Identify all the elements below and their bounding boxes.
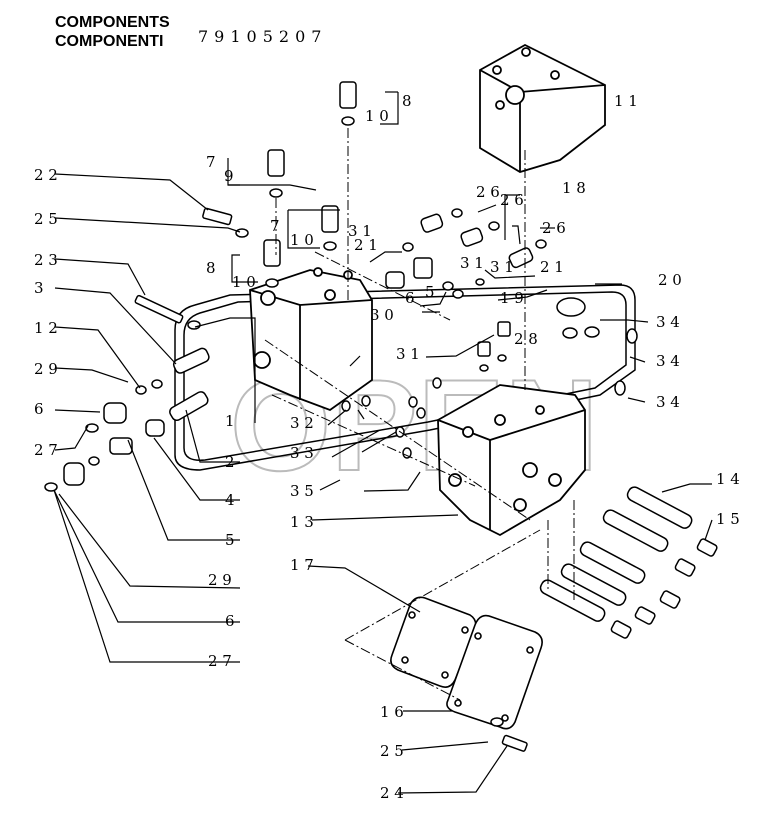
- callout-30: 3 0: [370, 306, 394, 324]
- part-code: 79105207: [198, 27, 328, 46]
- callout-21b: 2 1: [540, 258, 564, 276]
- callout-25a: 2 5: [34, 210, 58, 228]
- callout-25b: 2 5: [380, 742, 404, 760]
- callout-31a: 3 1: [348, 222, 372, 240]
- callout-8a: 8: [402, 92, 412, 110]
- title-components: COMPONENTS: [55, 14, 170, 31]
- callout-3a: 3: [34, 279, 44, 297]
- callout-27b: 2 7: [208, 652, 232, 670]
- callout-26a: 2 6: [476, 183, 500, 201]
- callout-11: 1 1: [614, 92, 638, 110]
- callout-10c: 1 0: [232, 273, 256, 291]
- callout-2a: 1: [225, 412, 235, 430]
- callout-15: 1 5: [716, 510, 740, 528]
- callout-34c: 3 4: [656, 393, 680, 411]
- callout-27a: 2 7: [34, 441, 58, 459]
- callout-14: 1 4: [716, 470, 740, 488]
- callout-29b: 2 9: [208, 571, 232, 589]
- callout-10b: 1 0: [290, 231, 314, 249]
- callout-6a: 6: [34, 400, 44, 418]
- callout-16: 1 6: [380, 703, 404, 721]
- callout-31c: 3 1: [490, 258, 514, 276]
- callout-23: 2 3: [34, 251, 58, 269]
- callout-31d: 3 1: [396, 345, 420, 363]
- callout-6c: 6: [405, 289, 415, 307]
- callout-6b: 6: [225, 612, 235, 630]
- callout-8b: 8: [206, 259, 216, 277]
- end-cover-plates: [390, 596, 543, 730]
- main-valve-body: [437, 384, 586, 537]
- callout-34b: 3 4: [656, 352, 680, 370]
- callout-10a: 1 0: [365, 107, 389, 125]
- callout-5b: 5: [425, 283, 435, 301]
- callout-12: 1 2: [34, 319, 58, 337]
- upper-valve-body: [249, 267, 373, 412]
- callout-28: 2 8: [514, 330, 538, 348]
- callout-13: 1 3: [290, 513, 314, 531]
- spools-and-springs: [539, 486, 718, 639]
- callout-7b: 7: [270, 217, 280, 235]
- callout-7a: 7: [206, 153, 216, 171]
- callout-34a: 3 4: [656, 313, 680, 331]
- callout-numbers: 2 2 2 5 2 3 3 1 2 2 9 6 2 7 1 2 4 5 2 9 …: [34, 92, 740, 802]
- callout-33: 3 3: [290, 444, 314, 462]
- callout-20: 2 0: [658, 271, 682, 289]
- leader-lines: [53, 91, 713, 794]
- callout-29a: 2 9: [34, 360, 58, 378]
- small-parts: [44, 81, 638, 752]
- valve-cover-block: [479, 43, 606, 173]
- callout-5a: 5: [225, 531, 235, 549]
- callout-17: 1 7: [290, 556, 314, 574]
- callout-35: 3 5: [290, 482, 314, 500]
- callout-18: 1 8: [562, 179, 586, 197]
- callout-32: 3 2: [290, 414, 314, 432]
- callout-19: 1 9: [500, 289, 524, 307]
- callout-22: 2 2: [34, 166, 58, 184]
- alignment-lines: [264, 128, 575, 701]
- callout-31b: 3 1: [460, 254, 484, 272]
- callout-9: 9: [224, 167, 234, 185]
- callout-24: 2 4: [380, 784, 404, 802]
- callout-26c: 2 6: [542, 219, 566, 237]
- callout-21a: 2 1: [354, 236, 378, 254]
- callout-26b: 2 6: [500, 191, 524, 209]
- callout-4: 4: [225, 491, 235, 509]
- title-componenti: COMPONENTI: [55, 33, 164, 50]
- callout-2b: 2: [225, 453, 235, 471]
